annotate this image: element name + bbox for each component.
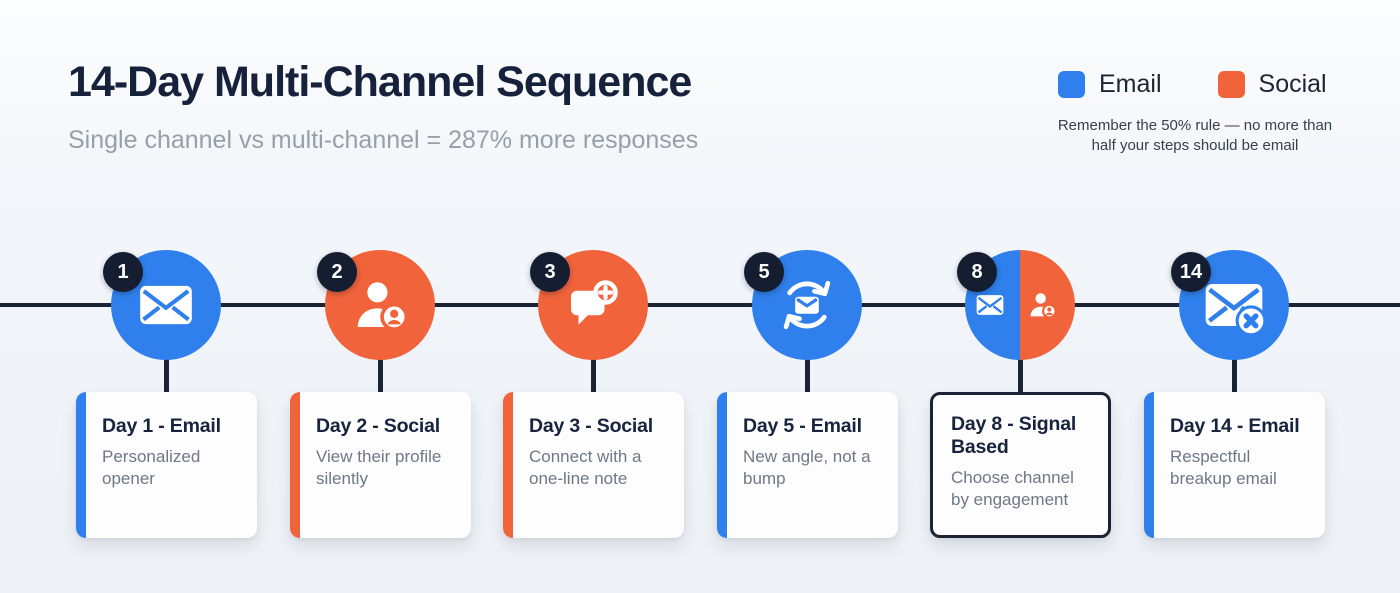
step-card: Day 2 - Social View their profile silent…: [290, 392, 471, 538]
card-accent-bar: [1144, 392, 1154, 538]
connector-line: [1232, 358, 1237, 394]
timeline-axis: [0, 303, 1400, 307]
legend-label-email: Email: [1099, 70, 1162, 98]
page-title: 14-Day Multi-Channel Sequence: [68, 58, 692, 106]
connector-line: [805, 358, 810, 394]
step-day-14: 14 Day 14 - Email Respectful breakup ema…: [1144, 0, 1325, 593]
legend-note: Remember the 50% rule — no more than hal…: [1057, 117, 1333, 155]
chat-plus-icon: [571, 280, 618, 325]
card-accent-bar: [290, 392, 300, 538]
card-title: Day 2 - Social: [316, 415, 441, 437]
envelope-icon: [140, 285, 192, 325]
step-number-badge: 14: [1171, 252, 1211, 292]
legend-item-email: Email: [1058, 70, 1162, 99]
card-accent-bar: [717, 392, 727, 538]
legend-item-social: Social: [1217, 70, 1327, 99]
step-card-highlighted: Day 8 - Signal Based Choose channel by e…: [930, 392, 1111, 538]
step-node-social: 2: [317, 250, 435, 360]
card-title: Day 5 - Email: [743, 415, 862, 437]
step-number-badge: 1: [103, 252, 143, 292]
step-day-5: 5 Day 5 - Email New angle, not a bump: [717, 0, 898, 593]
card-title: Day 3 - Social: [529, 415, 654, 437]
connector-line: [164, 358, 169, 394]
card-description: New angle, not a bump: [743, 447, 871, 489]
card-accent-bar: [76, 392, 86, 538]
connector-line: [591, 358, 596, 394]
step-day-1: 1 Day 1 - Email Personalized opener: [76, 0, 257, 593]
social-color-swatch: [1217, 71, 1245, 98]
email-x-icon: [1205, 284, 1267, 337]
step-node-signal: 8: [957, 250, 1075, 360]
step-node-email: 5: [744, 250, 862, 360]
card-description: Connect with a one-line note: [529, 447, 642, 489]
step-number-badge: 2: [317, 252, 357, 292]
card-title: Day 14 - Email: [1170, 415, 1300, 437]
step-number-badge: 3: [530, 252, 570, 292]
step-node-email: 1: [103, 250, 221, 360]
step-card: Day 3 - Social Connect with a one-line n…: [503, 392, 684, 538]
page-subtitle: Single channel vs multi-channel = 287% m…: [68, 126, 699, 154]
card-description: View their profile silently: [316, 447, 442, 489]
step-card: Day 14 - Email Respectful breakup email: [1144, 392, 1325, 538]
step-number-badge: 5: [744, 252, 784, 292]
legend-label-social: Social: [1258, 70, 1327, 98]
card-title: Day 8 - Signal Based: [951, 413, 1077, 458]
card-description: Personalized opener: [102, 447, 201, 489]
envelope-icon: [976, 295, 1004, 315]
profile-view-icon: [1030, 293, 1057, 319]
card-accent-bar: [503, 392, 513, 538]
connector-line: [1018, 358, 1023, 394]
email-color-swatch: [1058, 71, 1085, 98]
connector-line: [378, 358, 383, 394]
card-title: Day 1 - Email: [102, 415, 221, 437]
step-number-badge: 8: [957, 252, 997, 292]
step-node-email: 14: [1171, 250, 1289, 360]
card-description: Respectful breakup email: [1170, 447, 1277, 489]
step-day-8: 8 Day 8 - Signal Based Choose channel by…: [930, 0, 1111, 593]
legend: Email Social: [1058, 70, 1327, 99]
step-day-2: 2 Day 2 - Social View their profile sile…: [290, 0, 471, 593]
card-description: Choose channel by engagement: [951, 468, 1074, 510]
email-refresh-icon: [783, 280, 831, 330]
step-card: Day 5 - Email New angle, not a bump: [717, 392, 898, 538]
step-day-3: 3 Day 3 - Social Connect with a one-line…: [503, 0, 684, 593]
step-card: Day 1 - Email Personalized opener: [76, 392, 257, 538]
step-node-social: 3: [530, 250, 648, 360]
profile-view-icon: [357, 282, 409, 331]
